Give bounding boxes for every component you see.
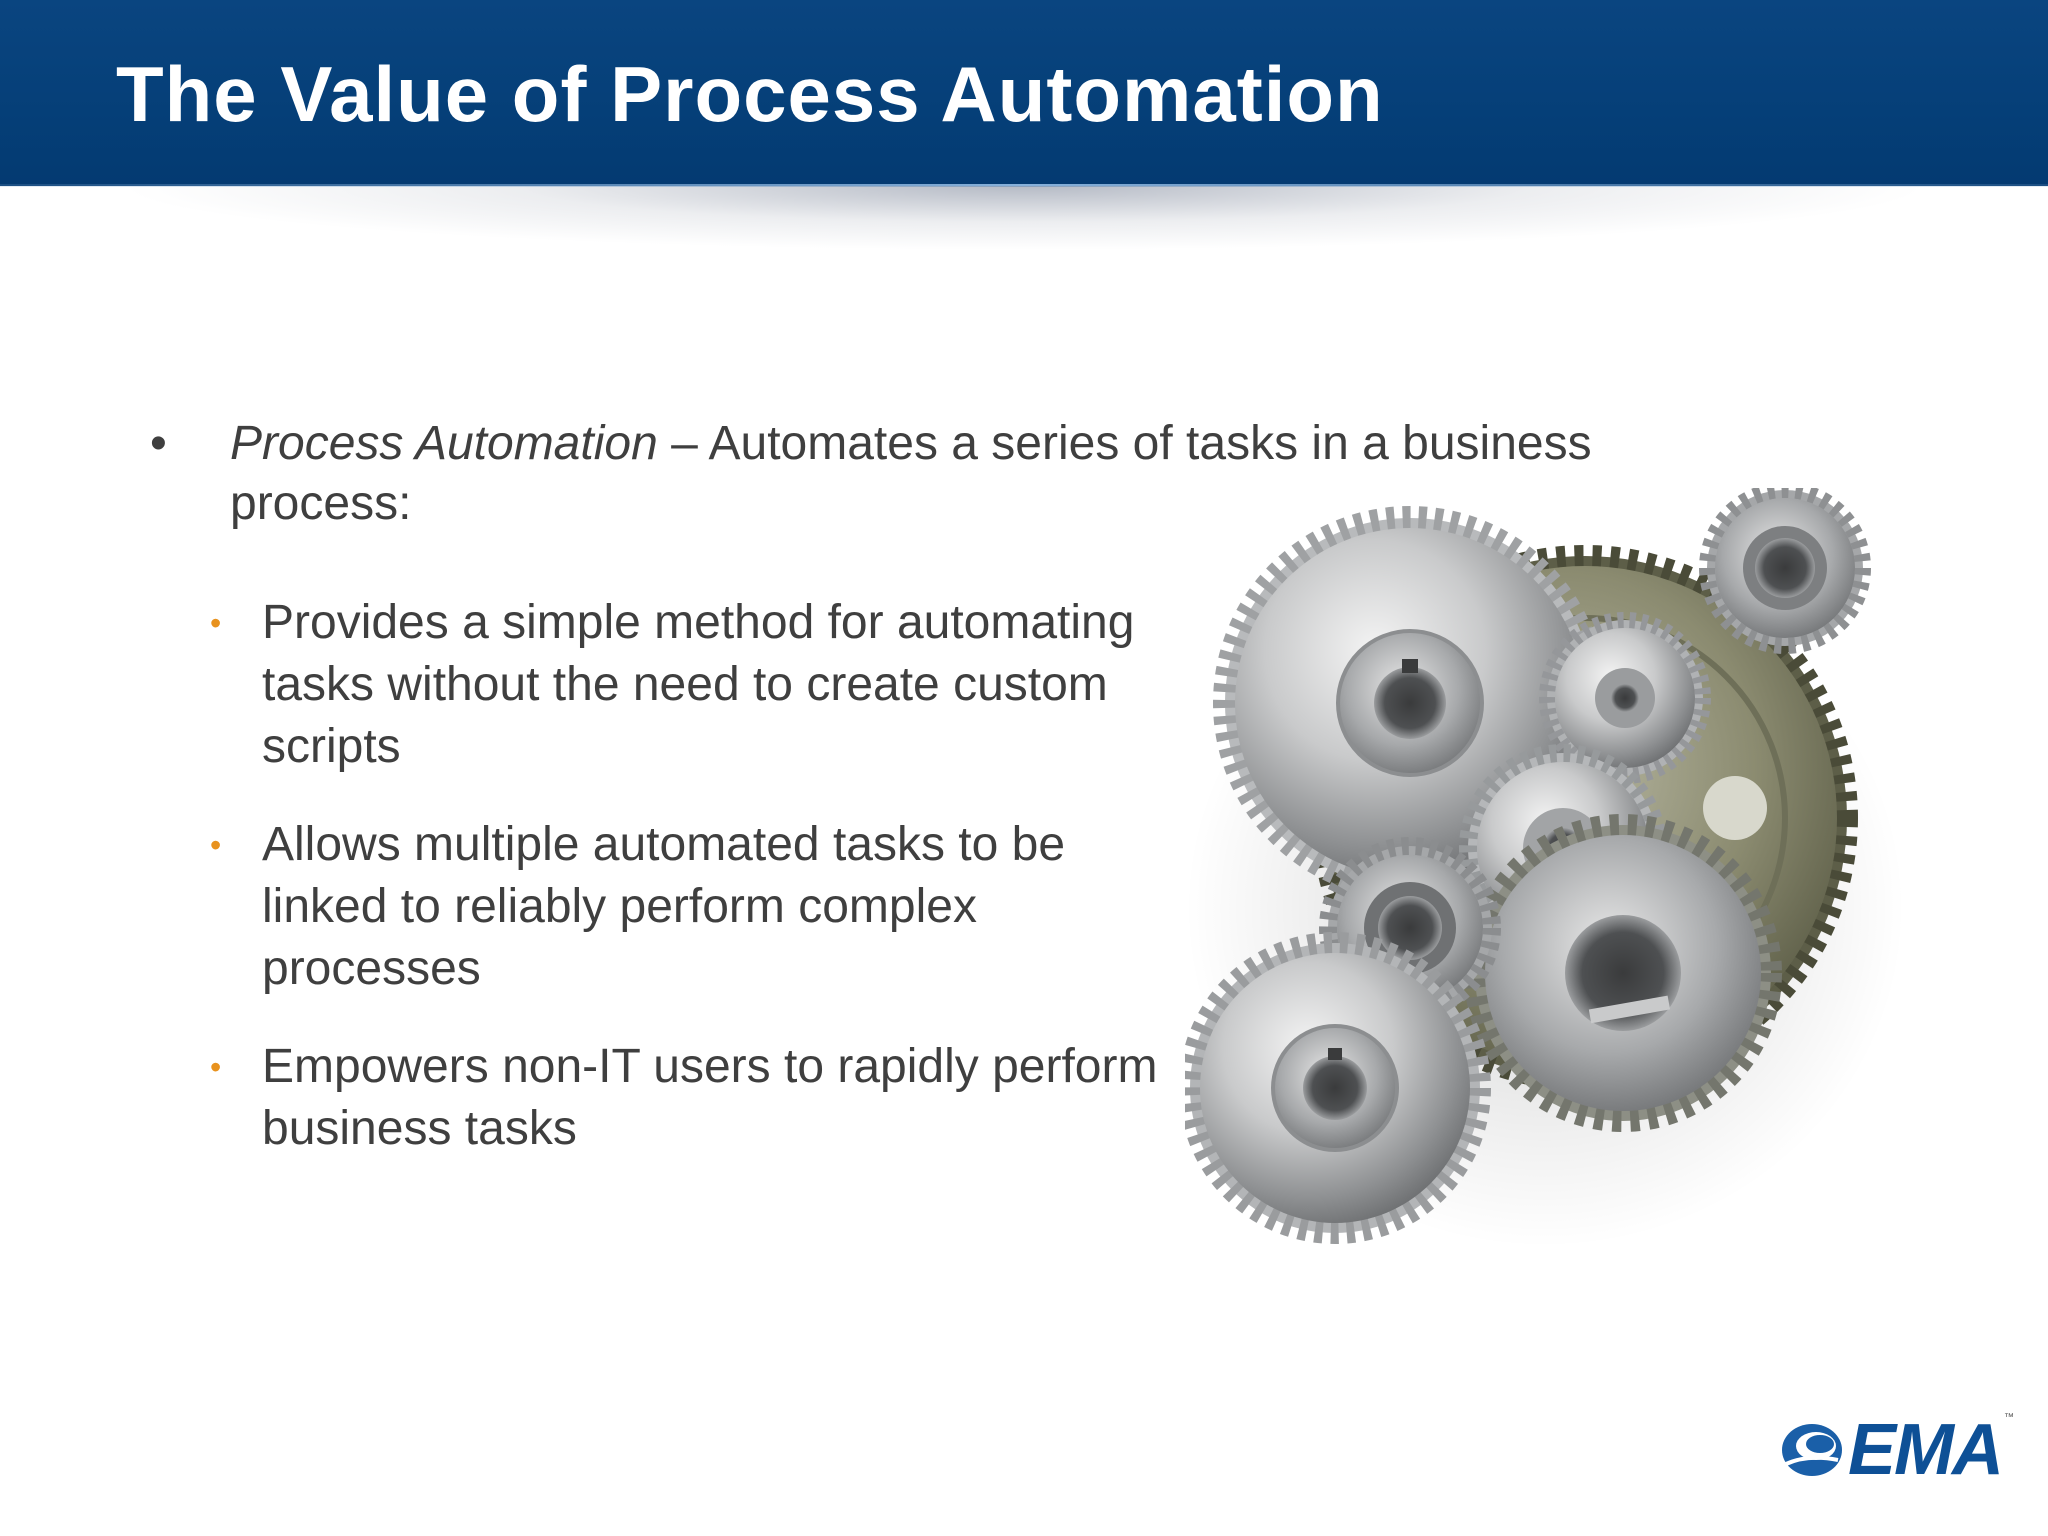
main-bullet-text: Process Automation – Automates a series … bbox=[230, 414, 1710, 534]
sub-bullet-marker: • bbox=[210, 827, 222, 863]
sub-bullet-marker: • bbox=[210, 605, 222, 641]
ema-logo: EMA ™ bbox=[1778, 1410, 2018, 1492]
sub-bullet: • Provides a simple method for automatin… bbox=[210, 592, 1170, 778]
sub-bullet-marker: • bbox=[210, 1049, 222, 1085]
ema-swirl-logo-icon bbox=[1782, 1424, 1842, 1476]
main-bullet: • Process Automation – Automates a serie… bbox=[150, 414, 1710, 534]
main-bullet-description: – Automates a series of tasks in a busin… bbox=[230, 417, 1592, 530]
ema-logo-trademark: ™ bbox=[2004, 1412, 2014, 1423]
title-bar: The Value of Process Automation bbox=[0, 0, 2048, 186]
slide-title: The Value of Process Automation bbox=[116, 50, 1384, 138]
sub-bullet-text: Allows multiple automated tasks to be li… bbox=[262, 818, 1066, 995]
sub-bullet-text: Provides a simple method for automating … bbox=[262, 596, 1135, 773]
sub-bullet: • Empowers non-IT users to rapidly perfo… bbox=[210, 1036, 1170, 1160]
ema-logo-text: EMA bbox=[1848, 1410, 2004, 1490]
sub-bullet: • Allows multiple automated tasks to be … bbox=[210, 814, 1170, 1000]
sub-bullet-text: Empowers non-IT users to rapidly perform… bbox=[262, 1040, 1158, 1155]
title-shadow bbox=[0, 186, 2048, 266]
gears-illustration-icon bbox=[1185, 488, 1905, 1248]
title-divider bbox=[0, 184, 2048, 187]
main-bullet-term: Process Automation bbox=[230, 417, 658, 470]
main-bullet-marker: • bbox=[150, 417, 167, 470]
